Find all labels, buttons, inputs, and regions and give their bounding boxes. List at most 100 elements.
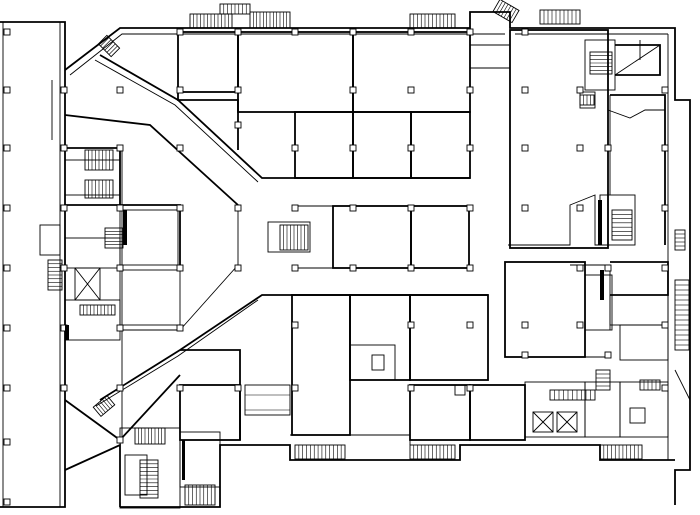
structural-column [661, 264, 669, 272]
right-upper-block [470, 29, 666, 249]
stair-flight [539, 9, 581, 25]
structural-column [176, 86, 184, 94]
structural-column [60, 86, 68, 94]
structural-column [176, 28, 184, 36]
stair-flight [79, 304, 116, 316]
structural-column [3, 144, 11, 152]
structural-column [3, 86, 11, 94]
structural-column [521, 28, 529, 36]
stair-flight [674, 229, 686, 251]
structural-column [521, 321, 529, 329]
structural-column [661, 144, 669, 152]
stair-flight [599, 444, 643, 460]
structural-column [234, 86, 242, 94]
structural-column [3, 324, 11, 332]
stair-flight [549, 389, 596, 401]
structural-column [407, 144, 415, 152]
structural-column [466, 384, 474, 392]
stair-flight [249, 11, 291, 29]
structural-column [466, 264, 474, 272]
structural-column [466, 28, 474, 36]
structural-column [466, 144, 474, 152]
stair-flight [409, 444, 456, 460]
stair-flight [219, 3, 251, 15]
stair-flight [639, 379, 661, 391]
structural-column [521, 144, 529, 152]
structural-column [407, 264, 415, 272]
stair-flight [84, 149, 114, 171]
structural-column [349, 144, 357, 152]
structural-column [176, 384, 184, 392]
structural-column [349, 86, 357, 94]
structural-column [576, 204, 584, 212]
stair-flight [589, 51, 613, 75]
structural-column [60, 264, 68, 272]
structural-column [116, 144, 124, 152]
structural-column [234, 264, 242, 272]
structural-column [466, 204, 474, 212]
stair-flight [184, 484, 216, 506]
stair-flight [595, 369, 611, 391]
structural-column [407, 384, 415, 392]
structural-column [60, 204, 68, 212]
structural-column [604, 264, 612, 272]
stair-flight [189, 13, 233, 29]
structural-column [466, 321, 474, 329]
structural-column [407, 28, 415, 36]
structural-column [234, 384, 242, 392]
structural-column [521, 204, 529, 212]
solid-markers [51, 40, 641, 480]
stair-flight [97, 34, 121, 58]
stair-flight [409, 13, 456, 29]
structural-column [60, 144, 68, 152]
structural-column [116, 384, 124, 392]
structural-column [60, 384, 68, 392]
structural-column [291, 144, 299, 152]
structural-column [116, 264, 124, 272]
structural-column [3, 384, 11, 392]
structural-column [661, 384, 669, 392]
lower-middle-rooms [179, 294, 526, 445]
stair-flights [47, 0, 690, 506]
structural-column [349, 204, 357, 212]
structural-column [116, 86, 124, 94]
stair-flight [84, 179, 114, 199]
structural-column [661, 86, 669, 94]
right-lower-block [504, 261, 691, 438]
structural-column [3, 498, 11, 506]
structural-column [349, 28, 357, 36]
stair-flight [139, 459, 159, 499]
structural-column [521, 351, 529, 359]
structural-column [604, 351, 612, 359]
structural-column [3, 438, 11, 446]
structural-column [116, 324, 124, 332]
stair-flight [611, 209, 633, 241]
structural-column [349, 264, 357, 272]
upper-rooms [177, 31, 471, 179]
structural-column [176, 324, 184, 332]
structural-column [407, 321, 415, 329]
structural-column [176, 144, 184, 152]
structural-columns [3, 28, 669, 506]
structural-column [407, 86, 415, 94]
structural-column [116, 204, 124, 212]
elevator-shafts [532, 411, 578, 433]
structural-column [521, 86, 529, 94]
structural-column [291, 204, 299, 212]
outer-walls [0, 11, 691, 508]
stair-flight [92, 394, 116, 418]
structural-column [3, 264, 11, 272]
structural-column [234, 121, 242, 129]
structural-column [291, 264, 299, 272]
stair-flight [674, 279, 690, 351]
left-colonnade-strip [2, 22, 60, 508]
central-rooms [267, 205, 470, 269]
structural-column [291, 321, 299, 329]
structural-column [604, 144, 612, 152]
structural-column [291, 28, 299, 36]
structural-column [576, 264, 584, 272]
structural-column [407, 204, 415, 212]
stair-flight [47, 259, 63, 291]
